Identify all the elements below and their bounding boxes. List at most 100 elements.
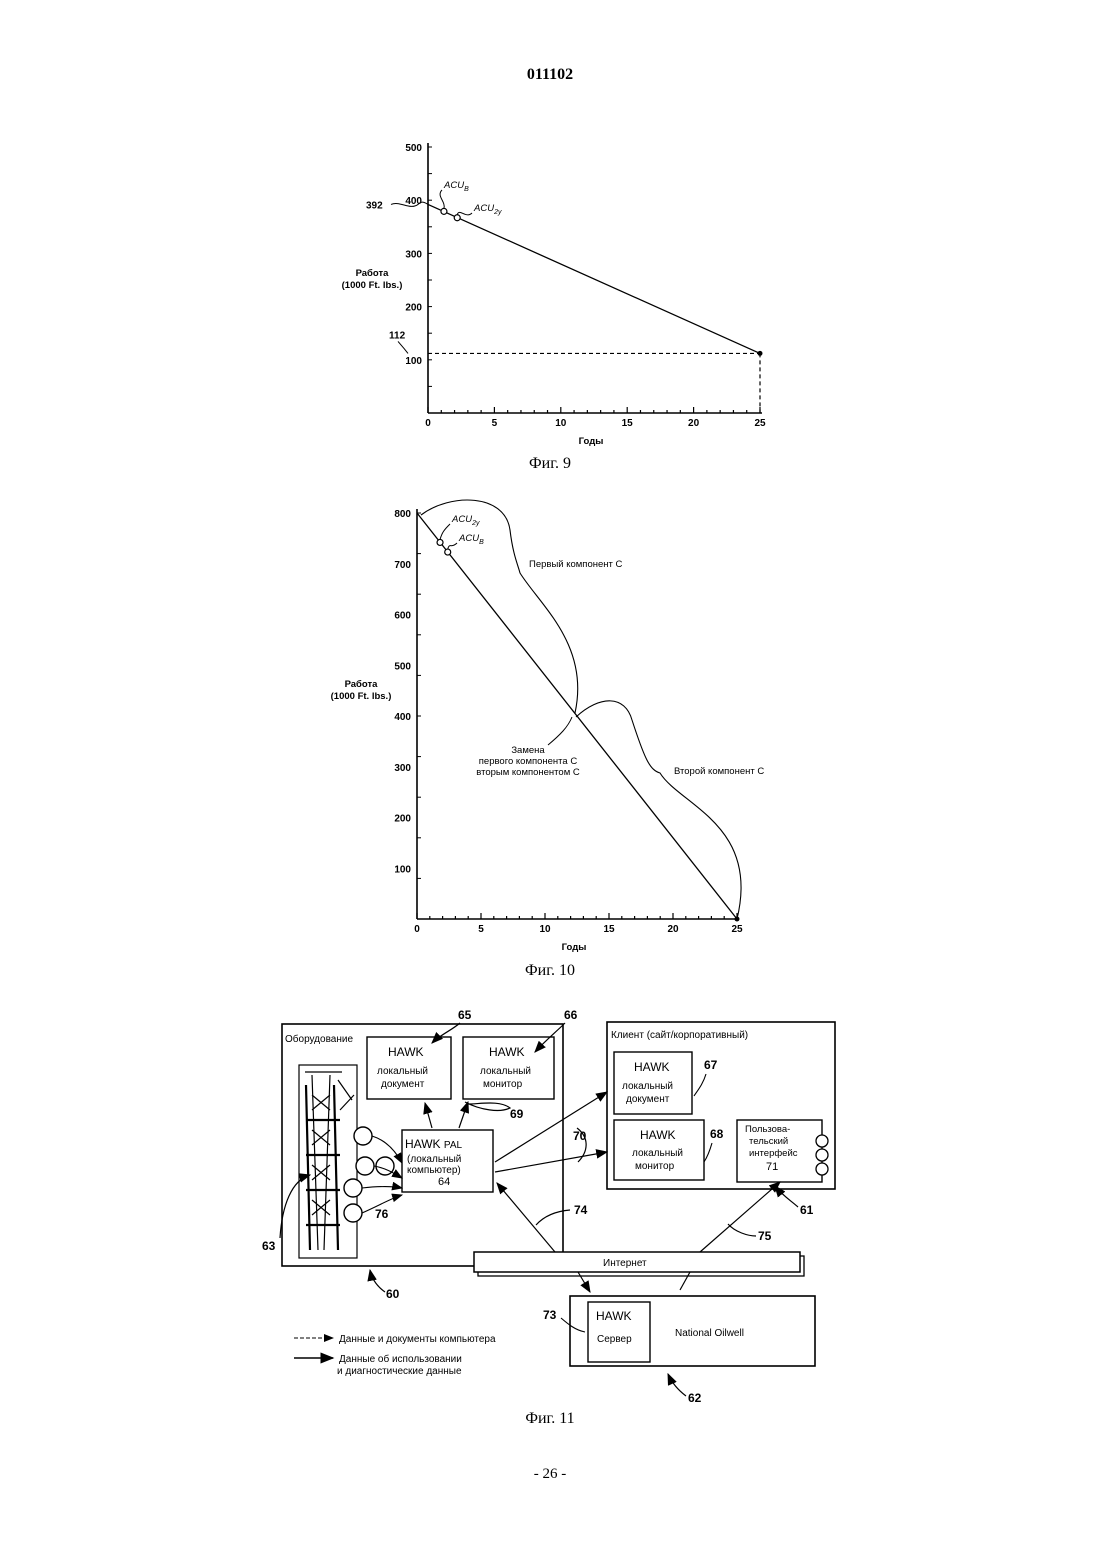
internet-label: Интернет (603, 1258, 647, 1269)
figure-11-caption: Фиг. 11 (0, 1410, 1100, 1428)
user-interface-number: 71 (766, 1161, 778, 1173)
y-tick-label: 500 (394, 661, 411, 672)
y-tick-label: 200 (405, 303, 422, 314)
legend: Данные и документы компьютера Данные об … (294, 1334, 496, 1377)
x-tick-label: 10 (555, 418, 567, 429)
user-interface-line3: интерфейс (749, 1148, 798, 1159)
hawk-pal-line1: (локальный (407, 1154, 461, 1165)
figure-10-caption: Фиг. 10 (0, 962, 1100, 980)
user-interface-knobs (816, 1135, 828, 1175)
hawk-pal-title: HAWK PAL (405, 1137, 463, 1151)
acu-label: ACU2y (451, 514, 480, 527)
x-tick-label: 25 (754, 418, 766, 429)
label-112: 112 (389, 330, 406, 341)
replacement-label: вторым компонентом С (476, 767, 580, 778)
page-number: - 26 - (0, 1466, 1100, 1483)
y-tick-label: 500 (405, 143, 422, 154)
equipment-title: Оборудование (285, 1033, 353, 1045)
label-112-leader (398, 341, 408, 353)
y-tick-label: 300 (405, 249, 422, 260)
ref-62: 62 (688, 1391, 702, 1405)
client-local-monitor-title: HAWK (640, 1128, 676, 1142)
x-tick-label: 15 (622, 418, 634, 429)
y-axis-label: (1000 Ft. lbs.) (342, 280, 403, 291)
ref-61: 61 (800, 1203, 814, 1217)
legend-item-2-line2: и диагностические данные (337, 1366, 462, 1377)
ref-63: 63 (262, 1239, 276, 1253)
client-local-monitor-line1: локальный (632, 1148, 683, 1159)
x-tick-label: 10 (539, 924, 551, 935)
x-tick-label: 0 (425, 418, 431, 429)
y-tick-label: 800 (394, 509, 411, 520)
hawk-local-document-line1: локальный (377, 1066, 428, 1077)
first-component-label: Первый компонент С (529, 559, 622, 570)
ref-68: 68 (710, 1127, 724, 1141)
x-tick-label: 0 (414, 924, 420, 935)
client-local-document-title: HAWK (634, 1060, 670, 1074)
replacement-label: первого компонента С (479, 756, 578, 767)
legend-item-2-line1: Данные об использовании (339, 1353, 462, 1365)
hawk-local-monitor-line2: монитор (483, 1079, 523, 1090)
hawk-server-title: HAWK (596, 1309, 632, 1323)
series-line (428, 204, 760, 353)
hawk-pal-line2: компьютер) (407, 1165, 461, 1176)
client-local-document-line2: документ (626, 1094, 670, 1105)
acu-point (441, 208, 447, 214)
client-local-document-line1: локальный (622, 1081, 673, 1092)
x-tick-label: 20 (688, 418, 700, 429)
y-axis-label: Работа (356, 268, 390, 279)
replacement-label: Замена (511, 745, 545, 756)
ref-69: 69 (510, 1107, 524, 1121)
acu-label: ACU2y (473, 203, 502, 216)
figure-9-caption: Фиг. 9 (0, 455, 1100, 473)
hawk-local-monitor-line1: локальный (480, 1066, 531, 1077)
ref-73: 73 (543, 1308, 557, 1322)
x-tick-label: 5 (478, 924, 484, 935)
ref-67: 67 (704, 1058, 718, 1072)
x-tick-label: 15 (603, 924, 615, 935)
x-tick-label: 5 (492, 418, 498, 429)
x-axis-label: Годы (579, 436, 604, 447)
ref-60: 60 (386, 1287, 400, 1301)
x-tick-label: 25 (731, 924, 743, 935)
user-interface-line1: Пользова- (745, 1124, 790, 1135)
label-392: 392 (366, 200, 383, 211)
acu-leader (440, 524, 450, 539)
acu-leader (440, 190, 444, 208)
acu-leader (457, 212, 472, 214)
client-title: Клиент (сайт/корпоративный) (611, 1030, 748, 1041)
ref-65: 65 (458, 1008, 472, 1022)
x-axis-label: Годы (562, 942, 587, 953)
y-tick-label: 200 (394, 814, 411, 825)
drilling-rig-icon (305, 1072, 354, 1250)
x-tick-label: 20 (667, 924, 679, 935)
y-tick-label: 100 (394, 864, 411, 875)
ref-66: 66 (564, 1008, 578, 1022)
first-component-brace (421, 500, 578, 713)
user-interface-line2: тельский (749, 1136, 788, 1147)
document-number: 011102 (0, 66, 1100, 84)
acu-label: ACUB (443, 180, 469, 193)
second-component-label: Второй компонент С (674, 766, 764, 777)
acu-point (437, 539, 443, 545)
hawk-local-document-title: HAWK (388, 1045, 424, 1059)
hawk-local-monitor-title: HAWK (489, 1045, 525, 1059)
figure-10-chart: 0510152025100200300400500600700800ГодыРа… (0, 495, 1100, 965)
y-tick-label: 300 (394, 763, 411, 774)
y-tick-label: 100 (405, 356, 422, 367)
national-oilwell-label: National Oilwell (675, 1328, 744, 1339)
acu-point (454, 215, 460, 221)
legend-item-1: Данные и документы компьютера (339, 1334, 496, 1345)
acu-point (445, 549, 451, 555)
y-axis-label: (1000 Ft. lbs.) (331, 691, 392, 702)
ref-70: 70 (573, 1129, 587, 1143)
ref-74: 74 (574, 1203, 588, 1217)
y-tick-label: 400 (394, 712, 411, 723)
ref-76: 76 (375, 1207, 389, 1221)
hawk-pal-number: 64 (438, 1176, 450, 1188)
acu-leader (448, 543, 457, 549)
y-tick-label: 700 (394, 560, 411, 571)
ref-75: 75 (758, 1229, 772, 1243)
figure-11-diagram: Оборудование HAWK локальный документ 65 … (0, 1000, 1100, 1405)
second-component-brace (576, 701, 741, 919)
